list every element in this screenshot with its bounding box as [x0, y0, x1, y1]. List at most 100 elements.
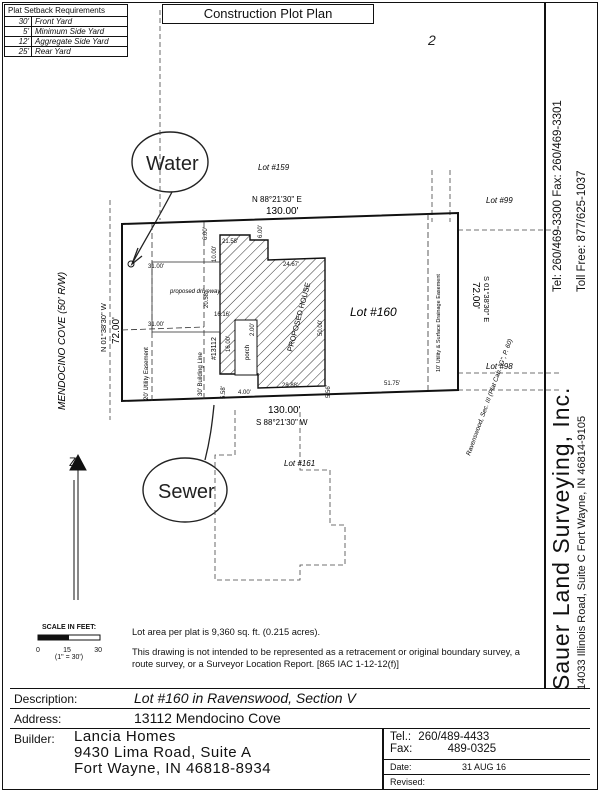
- dim-24: 24.67': [283, 262, 299, 268]
- scale-bar: [37, 634, 101, 641]
- dim-20: 20.58': [204, 292, 210, 308]
- lot-161-label: Lot #161: [284, 459, 315, 468]
- dim-16b: 16.00': [226, 336, 232, 352]
- building-line-label: 30' Building Line: [198, 351, 204, 396]
- dim-51: 51.75': [384, 381, 400, 387]
- north-distance: 130.00': [266, 206, 299, 217]
- scale-ticks: 0 15 30: [34, 647, 104, 654]
- house-number: #13112: [211, 337, 218, 360]
- setback-value: 5': [5, 27, 32, 36]
- lot-98-label: Lot #98: [486, 362, 513, 371]
- setback-value: 30': [5, 17, 32, 26]
- revised-label: Revised:: [390, 777, 426, 787]
- water-service-icon: [127, 260, 135, 268]
- dim-21: 21.58': [222, 239, 238, 245]
- tel-label: Tel.:: [390, 731, 412, 743]
- disclaimer-note: This drawing is not intended to be repre…: [132, 647, 520, 669]
- lot-160-label: Lot #160: [350, 305, 397, 319]
- contact-divider: [382, 729, 384, 789]
- setback-table-title: Plat Setback Requirements: [4, 4, 128, 17]
- builder-street: 9430 Lima Road, Suite A: [74, 744, 252, 761]
- fax-value: 489-0325: [447, 743, 497, 755]
- tel-value: 260/489-4433: [418, 731, 490, 743]
- handwritten-mark: 2: [427, 32, 436, 48]
- dim-31-bottom: 31.00': [148, 322, 164, 328]
- scale-tick: 15: [63, 647, 71, 654]
- svg-text:Z: Z: [69, 455, 76, 469]
- dim-6b: 6.00': [258, 225, 264, 238]
- address-value: 13112 Mendocino Cove: [134, 710, 281, 726]
- driveway-label: proposed driveway: [169, 289, 221, 295]
- lot-boundary: [121, 211, 459, 403]
- setback-label: Aggregate Side Yard: [35, 37, 109, 46]
- subdivision-label: Ravenswood, Sec. III (Plat Cab. "G", P. …: [465, 338, 514, 457]
- setback-label: Minimum Side Yard: [35, 27, 105, 36]
- lot-159-label: Lot #159: [258, 163, 290, 172]
- dim-5a: 5.58': [221, 386, 227, 399]
- water-annotation: Water: [146, 153, 199, 175]
- scale-tick: 30: [94, 647, 102, 654]
- setback-table: Plat Setback Requirements 30'Front Yard …: [4, 4, 128, 57]
- dim-4: 4.00': [238, 390, 251, 396]
- dim-28: 28.88': [282, 383, 298, 389]
- scale-ratio: (1" = 30'): [54, 654, 84, 661]
- porch: [234, 319, 258, 376]
- setback-label: Rear Yard: [35, 47, 71, 56]
- plan-title: Construction Plot Plan: [162, 4, 374, 24]
- lot-area-note: Lot area per plat is 9,360 sq. ft. (0.21…: [132, 627, 321, 637]
- west-distance: 72.00': [111, 317, 122, 344]
- lot-99-label: Lot #99: [486, 196, 513, 205]
- dim-5b: 5.56': [326, 385, 332, 398]
- dim-6a: 6.00': [203, 227, 209, 240]
- revised-row: Revised:: [384, 774, 590, 789]
- date-row: Date: 31 AUG 16: [384, 759, 590, 774]
- plot-plan-drawing: 2 Water Sewer Lot #159 Lot #99 Lot #98 L…: [57, 10, 560, 600]
- description-value: Lot #160 in Ravenswood, Section V: [134, 690, 356, 706]
- setback-row: 30'Front Yard: [4, 17, 128, 27]
- street-name: MENDOCINO COVE (50' R/W): [57, 272, 68, 410]
- setback-value: 25': [5, 47, 32, 56]
- water-annotation-circle: [131, 131, 209, 193]
- setback-value: 12': [5, 37, 32, 46]
- address-label: Address:: [14, 712, 62, 726]
- setback-row: 25'Rear Yard: [4, 47, 128, 57]
- dim-10: 10.00': [212, 246, 218, 262]
- west-utility-easement: 20' Utility Easement: [144, 347, 150, 400]
- date-value: 31 AUG 16: [462, 762, 507, 772]
- setback-row: 12'Aggregate Side Yard: [4, 37, 128, 47]
- water-arrow: [132, 191, 173, 263]
- address-row: Address: 13112 Mendocino Cove: [10, 708, 590, 728]
- west-bearing: N 01°38'30" W: [99, 302, 108, 352]
- dim-50: 50.00': [318, 320, 324, 336]
- company-panel-divider: [544, 2, 546, 688]
- description-row: Description: Lot #160 in Ravenswood, Sec…: [10, 688, 590, 708]
- sewer-arrow: [204, 404, 215, 461]
- dim-16: 16.16': [214, 312, 230, 318]
- east-utility-easement: 10' Utility & Surface Drainage Easement: [436, 274, 442, 372]
- builder-row: Builder: Lancia Homes 9430 Lima Road, Su…: [10, 728, 590, 789]
- scale-legend: SCALE IN FEET: 0 15 30 (1" = 30'): [34, 624, 104, 661]
- date-label: Date:: [390, 762, 412, 772]
- builder-tel: Tel.: 260/489-4433: [390, 731, 489, 743]
- north-arrow-icon: Z: [69, 453, 87, 600]
- scale-label: SCALE IN FEET:: [41, 624, 97, 631]
- east-distance: 72.00': [470, 282, 481, 309]
- builder-name: Lancia Homes: [74, 728, 176, 745]
- builder-fax: Fax: 489-0325: [390, 743, 496, 755]
- south-bearing: S 88°21'30" W: [256, 418, 308, 427]
- builder-label: Builder:: [14, 732, 55, 746]
- description-label: Description:: [14, 692, 78, 706]
- sewer-annotation-circle: [142, 457, 228, 523]
- scale-tick: 0: [36, 647, 40, 654]
- sewer-annotation: Sewer: [158, 481, 215, 503]
- notes: Lot area per plat is 9,360 sq. ft. (0.21…: [132, 626, 537, 678]
- dim-2: 2.00': [250, 323, 256, 336]
- setback-label: Front Yard: [35, 17, 73, 26]
- fax-label: Fax:: [390, 743, 413, 755]
- east-bearing: S 01°38'30" E: [482, 276, 491, 322]
- builder-city: Fort Wayne, IN 46818-8934: [74, 760, 272, 777]
- south-distance: 130.00': [268, 405, 301, 416]
- dim-31-top: 31.00': [148, 264, 164, 270]
- builder-info: Lancia Homes 9430 Lima Road, Suite A For…: [74, 729, 271, 777]
